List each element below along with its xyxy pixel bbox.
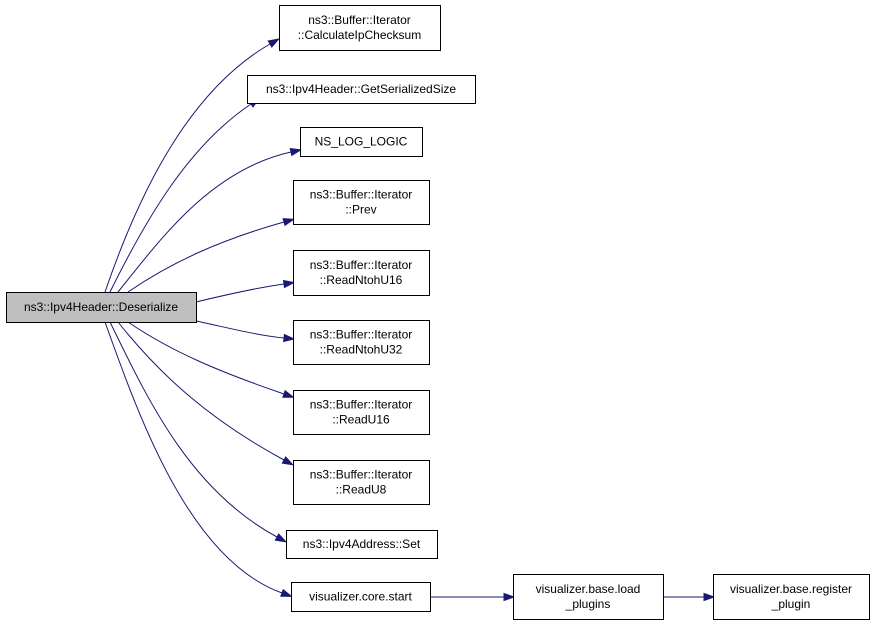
- arrowhead: [282, 218, 296, 227]
- node-read-u8[interactable]: ns3::Buffer::Iterator::ReadU8: [293, 460, 430, 505]
- arrowhead: [281, 456, 295, 466]
- node-label: ns3::Buffer::Iterator: [310, 398, 413, 412]
- edge-deserialize-to-ipv4_address_set: [109, 321, 288, 543]
- node-box: [300, 127, 423, 157]
- node-ns-log-logic[interactable]: NS_LOG_LOGIC: [300, 127, 423, 157]
- node-label: visualizer.base.register: [730, 582, 852, 596]
- node-box: [247, 75, 476, 104]
- arrowhead: [282, 389, 295, 398]
- node-label: ns3::Buffer::Iterator: [308, 13, 411, 27]
- node-label: ns3::Ipv4Address::Set: [303, 537, 421, 551]
- node-box: [513, 574, 664, 620]
- edge-deserialize-to-ns_log_logic: [117, 148, 303, 293]
- node-box: [293, 180, 430, 225]
- nodes-layer: ns3::Ipv4Header::Deserializens3::Buffer:…: [6, 5, 870, 620]
- arrowhead: [289, 148, 303, 157]
- node-box: [293, 250, 430, 296]
- edge-line: [127, 221, 285, 293]
- edge-line: [109, 321, 278, 538]
- node-label: visualizer.core.start: [309, 590, 412, 604]
- node-deserialize[interactable]: ns3::Ipv4Header::Deserialize: [6, 292, 197, 323]
- node-label: ns3::Buffer::Iterator: [310, 188, 413, 202]
- arrowhead: [503, 592, 516, 602]
- node-label: ::CalculateIpChecksum: [298, 28, 421, 42]
- edge-line: [104, 43, 271, 293]
- node-read-ntoh-u32[interactable]: ns3::Buffer::Iterator::ReadNtohU32: [293, 320, 430, 365]
- node-label: ns3::Ipv4Header::Deserialize: [24, 300, 178, 314]
- node-box: [713, 574, 870, 620]
- node-register-plugin[interactable]: visualizer.base.register_plugin: [713, 574, 870, 620]
- node-box: [293, 320, 430, 365]
- node-ipv4-address-set[interactable]: ns3::Ipv4Address::Set: [286, 530, 438, 559]
- node-prev[interactable]: ns3::Buffer::Iterator::Prev: [293, 180, 430, 225]
- node-label: ::ReadU16: [332, 413, 390, 427]
- arrowhead: [274, 533, 288, 543]
- node-label: ::ReadNtohU16: [320, 273, 403, 287]
- node-label: ns3::Buffer::Iterator: [310, 468, 413, 482]
- edge-deserialize-to-read_ntoh_u16: [195, 279, 296, 303]
- edge-line: [117, 321, 285, 461]
- edge-line: [117, 151, 292, 293]
- arrowhead: [282, 279, 296, 289]
- node-read-ntoh-u16[interactable]: ns3::Buffer::Iterator::ReadNtohU16: [293, 250, 430, 296]
- arrowhead: [283, 333, 296, 343]
- node-label: _plugins: [565, 597, 611, 611]
- node-label: ::ReadNtohU32: [320, 343, 403, 357]
- arrowhead: [703, 592, 716, 602]
- node-label: visualizer.base.load: [536, 582, 641, 596]
- edge-deserialize-to-core_start: [104, 321, 293, 597]
- node-read-u16[interactable]: ns3::Buffer::Iterator::ReadU16: [293, 390, 430, 435]
- node-box: [6, 292, 197, 323]
- node-box: [279, 5, 441, 51]
- node-get-serialized-size[interactable]: ns3::Ipv4Header::GetSerializedSize: [247, 75, 476, 104]
- node-calc-checksum[interactable]: ns3::Buffer::Iterator::CalculateIpChecks…: [279, 5, 441, 51]
- node-label: ns3::Buffer::Iterator: [310, 328, 413, 342]
- edge-core_start-to-load_plugins: [430, 592, 516, 602]
- node-box: [293, 390, 430, 435]
- edge-line: [127, 321, 285, 395]
- edge-deserialize-to-calc_checksum: [104, 38, 280, 293]
- edge-deserialize-to-read_u16: [127, 321, 295, 398]
- edge-line: [195, 283, 285, 303]
- node-box: [286, 530, 438, 559]
- edge-deserialize-to-get_serialized_size: [109, 97, 261, 293]
- node-label: _plugin: [771, 597, 811, 611]
- edge-deserialize-to-read_u8: [117, 321, 295, 466]
- node-label: NS_LOG_LOGIC: [315, 135, 408, 149]
- node-core-start[interactable]: visualizer.core.start: [291, 582, 431, 612]
- node-box: [291, 582, 431, 612]
- node-label: ns3::Buffer::Iterator: [310, 258, 413, 272]
- edge-deserialize-to-read_ntoh_u32: [195, 320, 296, 343]
- node-label: ns3::Ipv4Header::GetSerializedSize: [266, 82, 456, 96]
- node-label: ::Prev: [345, 203, 376, 217]
- edge-line: [104, 321, 283, 594]
- edge-line: [109, 103, 252, 293]
- edge-load_plugins-to-register_plugin: [663, 592, 716, 602]
- edge-deserialize-to-prev: [127, 218, 296, 293]
- arrowhead: [267, 38, 280, 48]
- node-load-plugins[interactable]: visualizer.base.load_plugins: [513, 574, 664, 620]
- arrowhead: [280, 588, 293, 597]
- node-label: ::ReadU8: [336, 483, 387, 497]
- edge-line: [195, 320, 285, 339]
- node-box: [293, 460, 430, 505]
